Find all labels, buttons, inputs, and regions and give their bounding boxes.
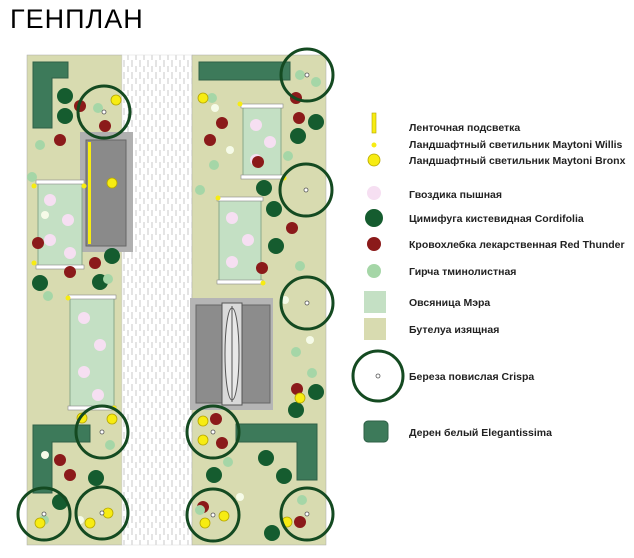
red-circle-icon: [367, 237, 381, 251]
legend-label-cimicifuga: Цимифуга кистевидная Cordifolia: [409, 213, 584, 225]
hedge-bottom-left: [32, 424, 91, 494]
light-green-square-icon: [364, 291, 386, 313]
beige-square-icon: [364, 318, 386, 340]
pavilion-structure: [221, 302, 243, 406]
hedge-top-right: [198, 61, 291, 81]
dark-green-circle-icon: [365, 209, 383, 227]
dark-green-rounded-square-icon: [363, 420, 389, 443]
planter-3: [240, 103, 284, 180]
hedge-top-left: [32, 61, 69, 129]
bench-top: [85, 139, 127, 247]
white-accent-plants: [41, 104, 314, 524]
legend-label-gypsophila: Гирча тминолистная: [409, 266, 516, 278]
central-paved-path: [121, 54, 193, 546]
tree-ring-center-icon: [375, 373, 381, 379]
legend-label-dianthus: Гвоздика пышная: [409, 189, 502, 201]
legend-label-bouteloua: Бутелуа изящная: [409, 324, 499, 336]
legend-label-bronx: Ландшафтный светильник Maytoni Bronx: [409, 155, 626, 167]
page-title: ГЕНПЛАН: [10, 4, 144, 34]
small-yellow-dot-icon: [371, 142, 377, 148]
strip-light-bench: [88, 142, 91, 244]
planter-1: [35, 179, 85, 270]
legend-label-festuca: Овсяница Мэра: [409, 297, 490, 309]
yellow-bar-icon: [371, 112, 377, 134]
legend-label-sanguisorba: Кровохлебка лекарственная Red Thunder: [409, 239, 625, 251]
betula-trunks: [41, 72, 310, 518]
sanguisorba-plants: [32, 92, 306, 528]
yellow-circle-icon: [367, 153, 381, 167]
gypsophila-plants: [27, 70, 321, 525]
legend-label-cornus: Дерен белый Elegantissima: [409, 427, 552, 439]
legend: Ленточная подсветка Ландшафтный светильн…: [351, 112, 626, 443]
legend-label-willis: Ландшафтный светильник Maytoni Willis: [409, 139, 623, 151]
cornus-hedges: [32, 61, 318, 494]
tree-ring-icon: [351, 349, 405, 403]
betula-trees: [16, 47, 335, 543]
light-green-circle-icon: [367, 264, 381, 278]
legend-label-betula: Береза повислая Crispa: [409, 371, 534, 383]
planter-2: [67, 294, 117, 411]
pink-circle-icon: [367, 186, 381, 200]
planter-4: [216, 196, 264, 285]
legend-label-strip-light: Ленточная подсветка: [409, 122, 520, 134]
